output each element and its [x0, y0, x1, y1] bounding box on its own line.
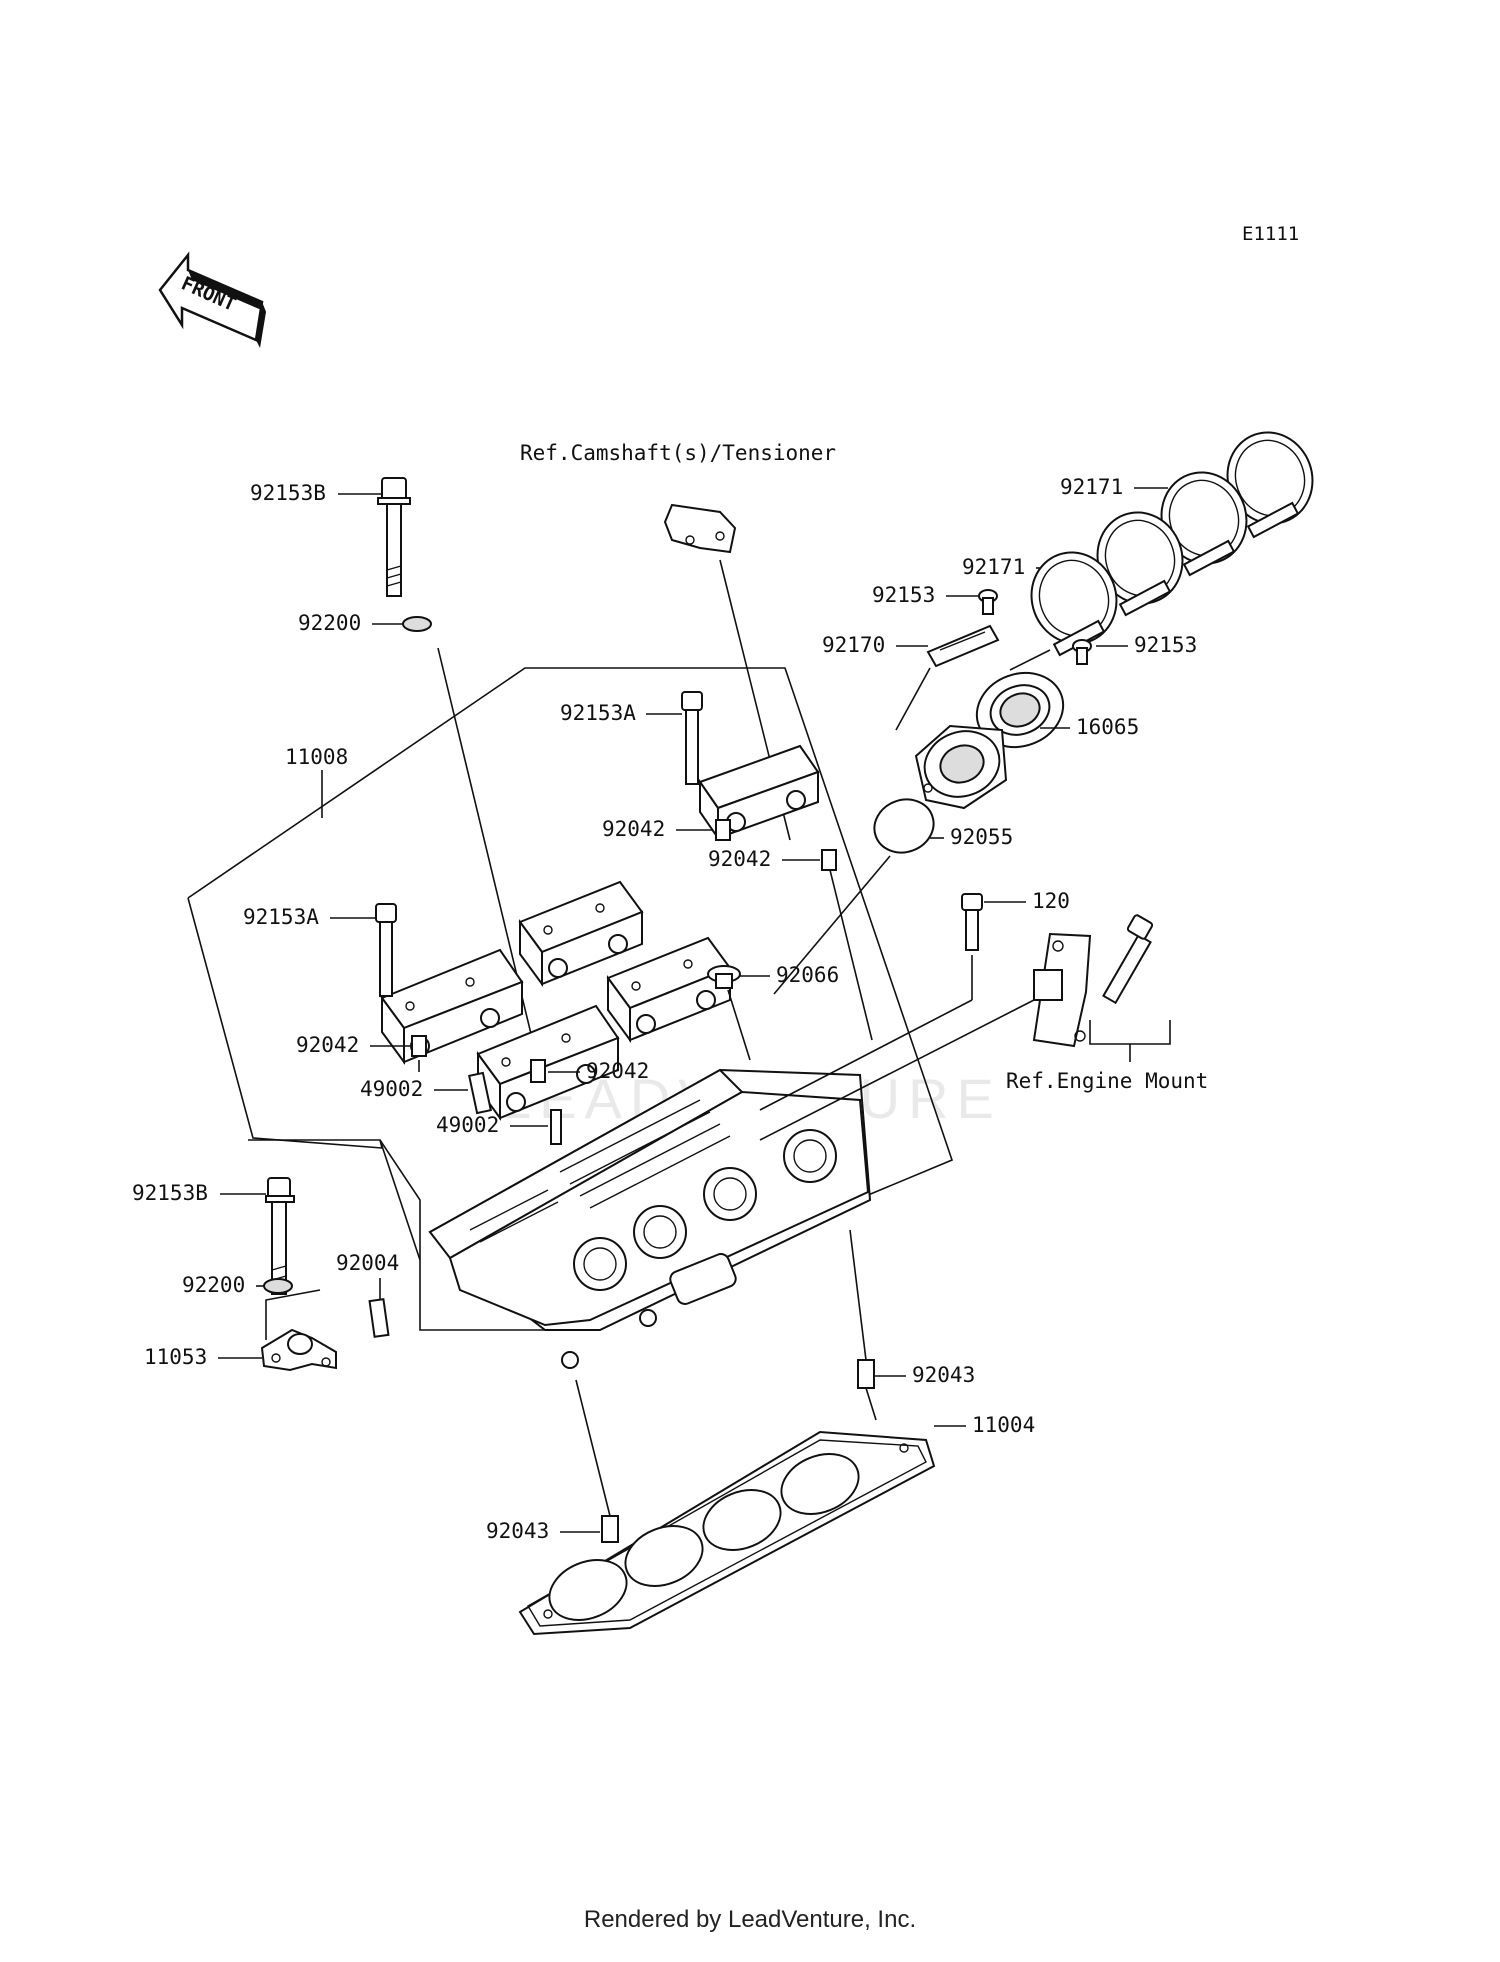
bolt-120	[961, 893, 983, 951]
label-92153A-mid: 92153A	[560, 701, 636, 725]
o-ring-92055	[873, 798, 935, 854]
washer-92200-bottom	[263, 1278, 293, 1294]
engine-mount-plate	[1032, 932, 1092, 1048]
stud-92004	[368, 1298, 390, 1338]
label-92153B-top: 92153B	[250, 481, 326, 505]
washer-92200-top	[402, 616, 432, 632]
dowel-92043-right	[857, 1359, 875, 1389]
bolt-92153B-bottom	[265, 1177, 295, 1295]
label-92066: 92066	[776, 963, 839, 987]
label-120: 120	[1032, 889, 1070, 913]
label-92171-mid: 92171	[962, 555, 1025, 579]
label-92171-top: 92171	[1060, 475, 1123, 499]
ref-camshaft-label: Ref.Camshaft(s)/Tensioner	[520, 441, 836, 465]
label-11008: 11008	[285, 745, 348, 769]
label-11053: 11053	[144, 1345, 207, 1369]
bracket-92170	[926, 624, 1000, 668]
label-92043-right: 92043	[912, 1363, 975, 1387]
camshaft-cap-4	[606, 936, 732, 1044]
label-49002-b: 49002	[436, 1113, 499, 1137]
label-92042-d: 92042	[708, 847, 771, 871]
label-92042-c: 92042	[602, 817, 665, 841]
plug-92066	[707, 965, 741, 989]
head-gasket-11004	[518, 1430, 936, 1636]
dowel-92042-left	[411, 1035, 427, 1057]
clamp-92171-3	[1096, 511, 1184, 617]
label-92042-left: 92042	[296, 1033, 359, 1057]
bolt-92153A-left	[375, 903, 397, 997]
ref-engine-mount-label: Ref.Engine Mount	[1006, 1069, 1208, 1093]
clamp-92171-2	[1160, 471, 1248, 577]
bracket-11053	[260, 1328, 337, 1372]
camshaft-cap-2	[476, 1004, 620, 1122]
label-92153-a: 92153	[872, 583, 935, 607]
diagram-code: E1111	[1242, 223, 1299, 245]
label-92055: 92055	[950, 825, 1013, 849]
label-92153B-bottom: 92153B	[132, 1181, 208, 1205]
label-92043-bottom: 92043	[486, 1519, 549, 1543]
label-92200-bottom: 92200	[182, 1273, 245, 1297]
label-92170: 92170	[822, 633, 885, 657]
screw-92153-b	[1072, 639, 1092, 665]
rod-49002-a	[468, 1071, 492, 1115]
front-arrow-icon: FRONT	[158, 251, 266, 348]
engine-mount-bolt	[1102, 914, 1154, 1005]
label-92153-b: 92153	[1134, 633, 1197, 657]
screw-92153-a	[978, 589, 998, 615]
bolt-92153B-top	[377, 477, 411, 597]
label-16065: 16065	[1076, 715, 1139, 739]
rod-49002-b	[550, 1109, 562, 1145]
dowel-92042-mid	[530, 1059, 546, 1083]
label-92004: 92004	[336, 1251, 399, 1275]
cylinder-head-part	[428, 1068, 872, 1369]
label-92042-mid: 92042	[586, 1059, 649, 1083]
camshaft-bracket-part	[663, 503, 737, 554]
label-92200-top: 92200	[298, 611, 361, 635]
label-49002-a: 49002	[360, 1077, 423, 1101]
footer-credit: Rendered by LeadVenture, Inc.	[583, 1906, 917, 1933]
bolt-92153A-mid	[681, 691, 703, 785]
dowel-92042-d	[821, 849, 837, 871]
throttle-holder-16065-b	[914, 724, 1008, 810]
dowel-92042-c	[715, 819, 731, 841]
dowel-92043-bottom	[601, 1515, 619, 1543]
camshaft-cap-3	[518, 880, 644, 988]
label-92153A-left: 92153A	[243, 905, 319, 929]
label-11004: 11004	[972, 1413, 1035, 1437]
